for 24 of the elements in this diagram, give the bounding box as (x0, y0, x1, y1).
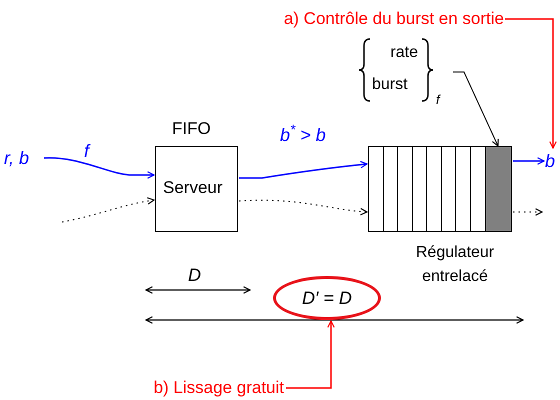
subscript-label: f (436, 92, 440, 108)
arrow (239, 160, 368, 179)
edge-label: b$^{*}$ > b (280, 124, 326, 146)
annotation-text: a) Contrôle du burst en sortie (216, 7, 504, 31)
arrow (505, 18, 557, 149)
brace-item: burst (372, 75, 408, 95)
input-label: r, b (4, 147, 44, 169)
annotation-text: b) Lissage gratuit (140, 376, 284, 400)
arrow (44, 157, 155, 179)
box-heading: FIFO (172, 118, 211, 140)
dimension-label: D (188, 264, 201, 286)
edge-label: f (84, 140, 90, 162)
brace-item: rate (390, 43, 418, 63)
dotted-arrow (62, 197, 155, 222)
equation-text: D′ = D (302, 286, 352, 310)
arrow (286, 320, 335, 389)
output-label: b (545, 150, 560, 172)
queue-caption: Régulateur entrelacé (414, 243, 496, 287)
arrow (452, 72, 499, 147)
arrow (513, 157, 545, 165)
dotted-arrow (512, 208, 543, 216)
shaded-queue-cell (486, 147, 511, 231)
dotted-arrow (238, 200, 368, 216)
box-label: Serveur (163, 177, 223, 199)
